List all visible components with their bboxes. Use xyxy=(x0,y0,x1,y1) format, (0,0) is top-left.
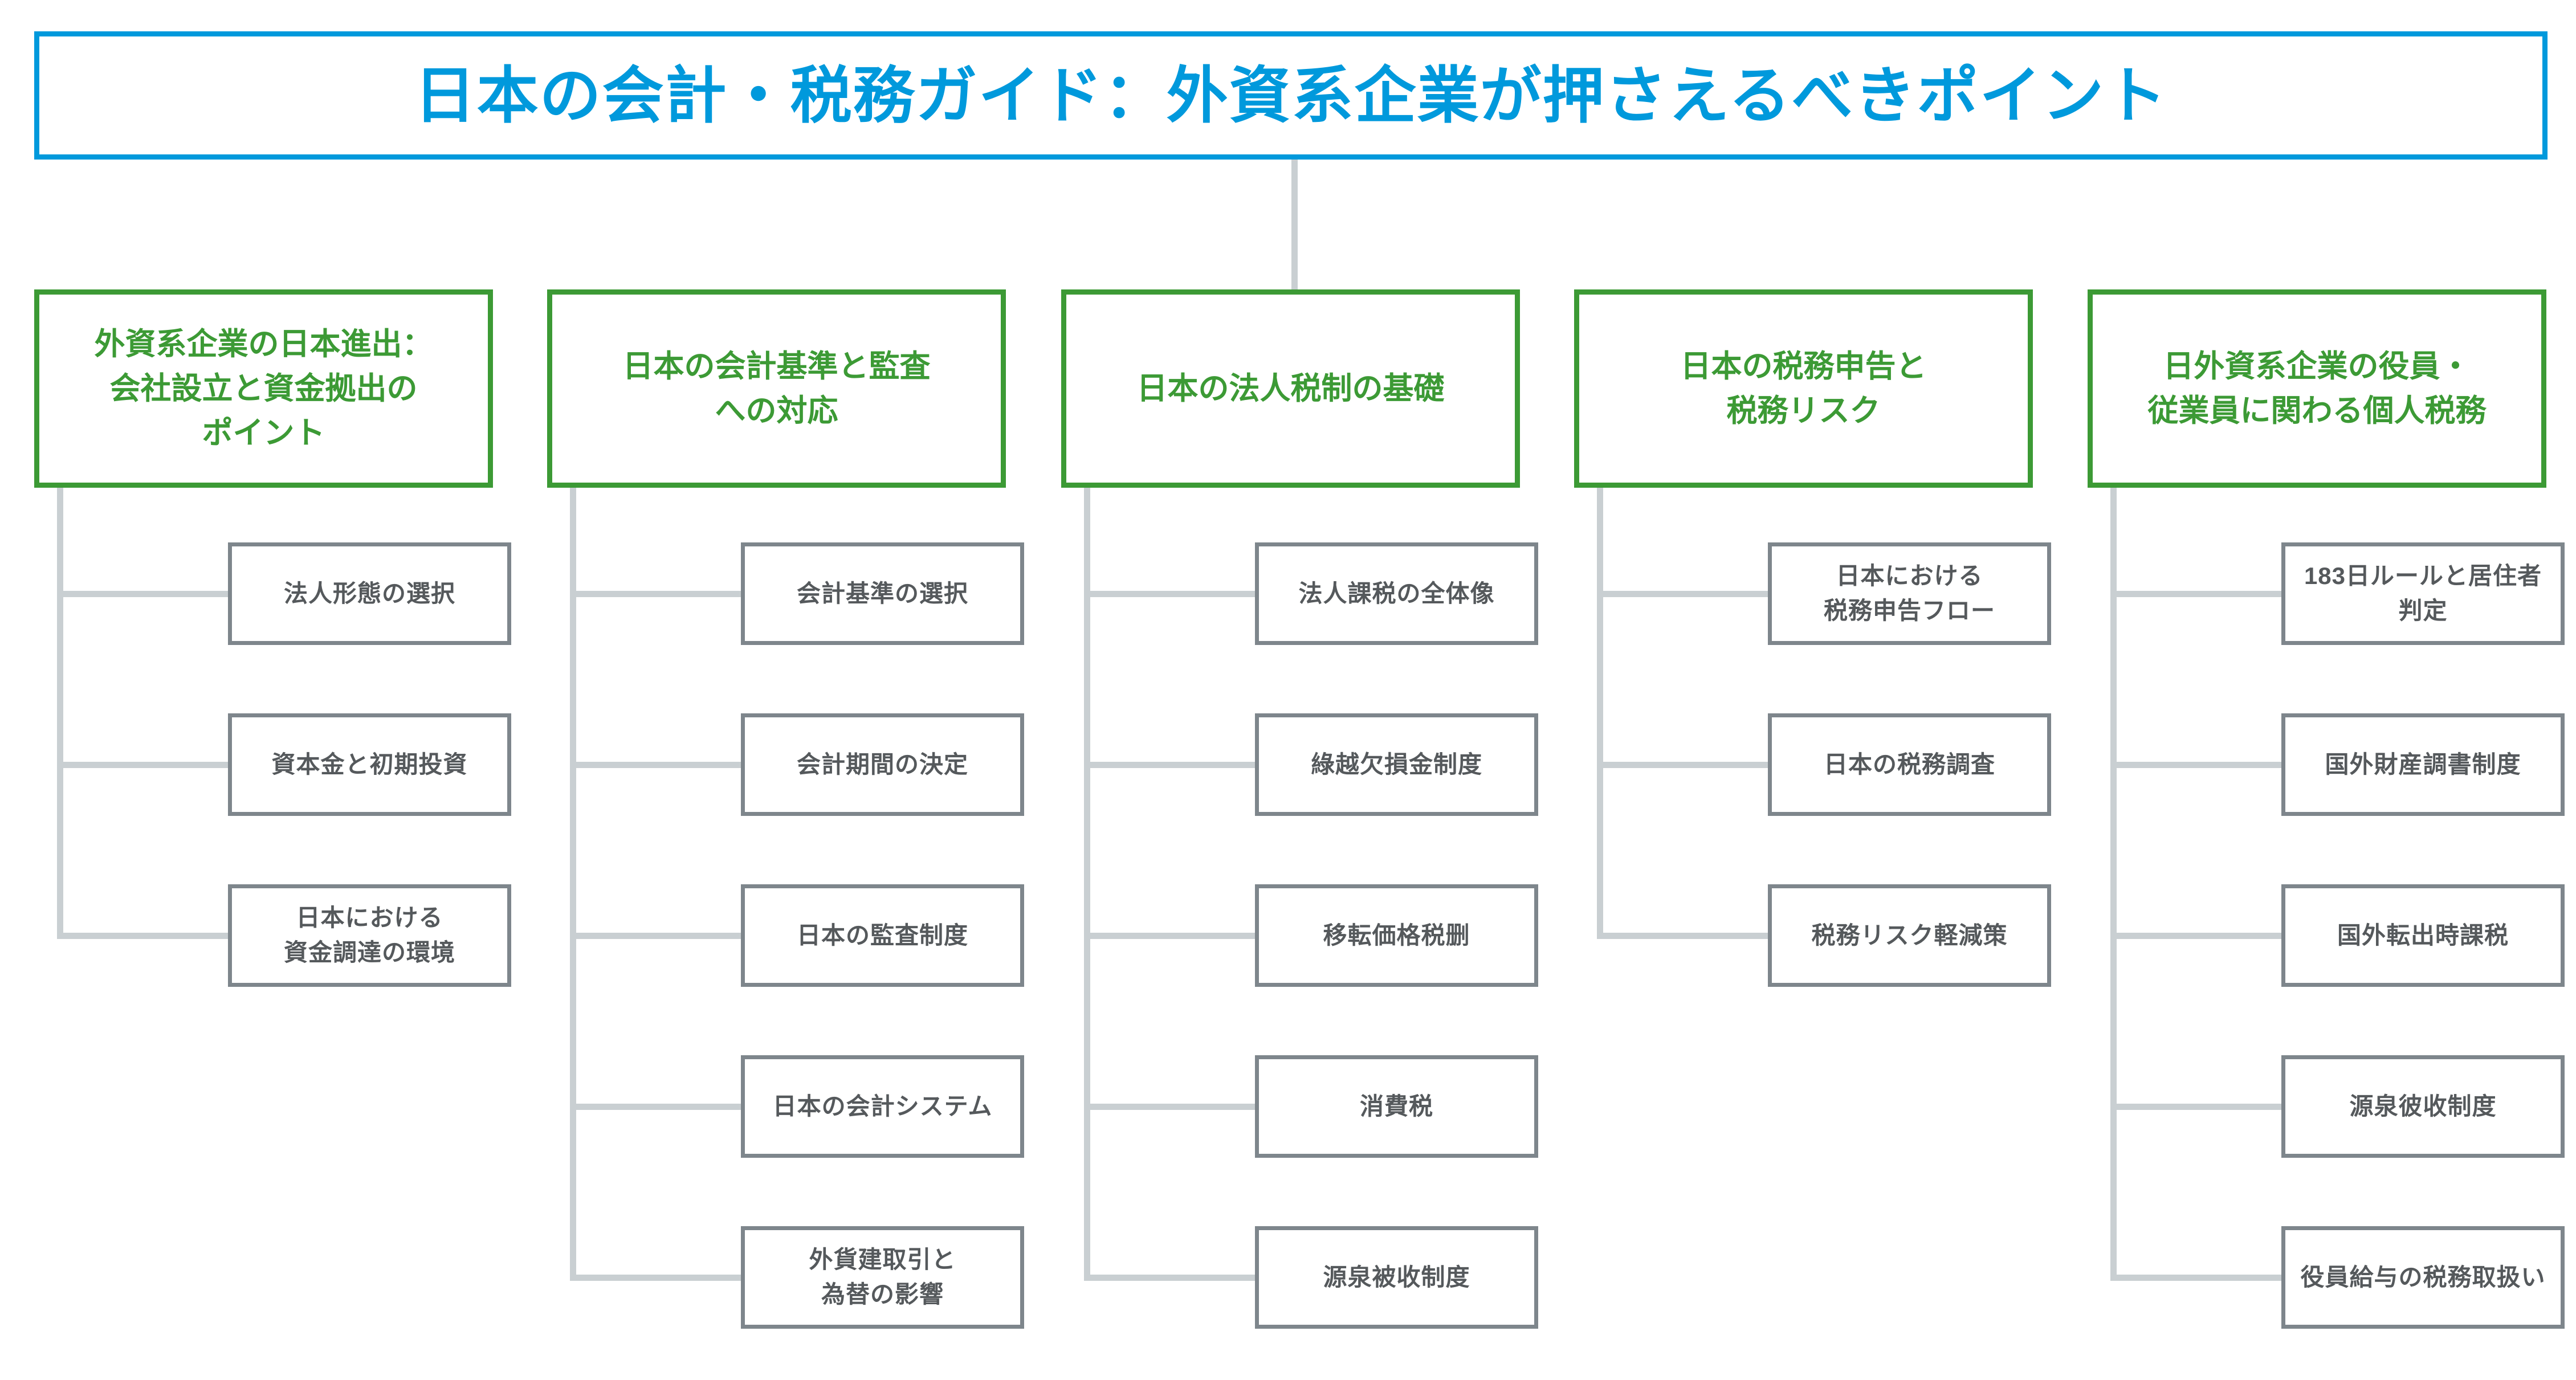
leaf-box-5-1[interactable]: 183日ルールと居住者判定 xyxy=(2281,542,2565,645)
branch-box-4[interactable]: 日本の税務申告と税務リスク xyxy=(1574,289,2033,488)
branch-3-leaf-3-connector xyxy=(1084,933,1255,939)
branch-1-spine-connector xyxy=(57,488,63,936)
leaf-box-2-3[interactable]: 日本の監査制度 xyxy=(741,884,1024,987)
leaf-box-2-4[interactable]: 日本の会計システム xyxy=(741,1055,1024,1158)
branch-label-2: 日本の会計基準と監査への対応 xyxy=(622,349,931,428)
leaf-box-2-5[interactable]: 外貨建取引と為替の影響 xyxy=(741,1226,1024,1329)
branch-box-5[interactable]: 日外資系企業の役員・従業員に関わる個人税務 xyxy=(2088,289,2546,488)
branch-2-spine-connector xyxy=(570,488,576,1277)
leaf-label-3-2: 綠越欠損金制度 xyxy=(1310,750,1482,778)
leaf-label-3-3: 移転価格税删 xyxy=(1323,921,1470,949)
leaf-label-4-2: 日本の税務調査 xyxy=(1823,750,1995,778)
leaf-label-5-4: 源泉彼收制度 xyxy=(2349,1092,2497,1120)
leaf-label-2-5: 外貨建取引と為替の影響 xyxy=(809,1246,956,1308)
branch-box-2[interactable]: 日本の会計基準と監査への対応 xyxy=(547,289,1006,488)
leaf-box-1-2[interactable]: 資本金と初期投資 xyxy=(228,713,511,816)
leaf-label-4-3: 税務リスク軽減策 xyxy=(1811,921,2008,949)
leaf-box-5-4[interactable]: 源泉彼收制度 xyxy=(2281,1055,2565,1158)
branch-box-1[interactable]: 外資系企業の日本進出：会社設立と資金拠出のポイント xyxy=(34,289,493,488)
leaf-box-3-3[interactable]: 移転価格税删 xyxy=(1255,884,1538,987)
leaf-label-5-3: 国外転出時課税 xyxy=(2337,921,2509,949)
branch-3-spine-connector xyxy=(1084,488,1090,1277)
branch-2-leaf-2-connector xyxy=(570,762,741,768)
leaf-box-3-4[interactable]: 消費税 xyxy=(1255,1055,1538,1158)
branch-label-1: 外資系企業の日本進出：会社設立と資金拠出のポイント xyxy=(94,326,433,451)
leaf-label-1-2: 資本金と初期投資 xyxy=(271,750,468,778)
leaf-box-4-3[interactable]: 税務リスク軽減策 xyxy=(1768,884,2051,987)
leaf-label-2-4: 日本の会計システム xyxy=(772,1092,993,1120)
branch-label-5: 日外資系企業の役員・従業員に関わる個人税務 xyxy=(2147,349,2487,428)
leaf-label-1-3: 日本における資金調達の環境 xyxy=(283,904,455,966)
leaf-label-3-4: 消費税 xyxy=(1359,1092,1433,1120)
branch-3-leaf-2-connector xyxy=(1084,762,1255,768)
leaf-box-4-1[interactable]: 日本における税務申告フロー xyxy=(1768,542,2051,645)
leaf-label-2-2: 会計期間の決定 xyxy=(796,750,968,778)
branch-label-3: 日本の法人税制の基礎 xyxy=(1136,371,1445,406)
branch-5-leaf-2-connector xyxy=(2110,762,2281,768)
branch-3-leaf-4-connector xyxy=(1084,1104,1255,1110)
leaf-box-3-5[interactable]: 源泉被收制度 xyxy=(1255,1226,1538,1329)
branch-2-leaf-1-connector xyxy=(570,591,741,597)
branch-box-3[interactable]: 日本の法人税制の基礎 xyxy=(1061,289,1520,488)
leaf-label-1-1: 法人形態の選択 xyxy=(283,579,455,607)
branch-2-leaf-4-connector xyxy=(570,1104,741,1110)
branch-5-spine-connector xyxy=(2110,488,2117,1277)
leaf-label-3-1: 法人課税の全体像 xyxy=(1298,579,1495,607)
leaf-box-1-1[interactable]: 法人形態の選択 xyxy=(228,542,511,645)
leaf-box-1-3[interactable]: 日本における資金調達の環境 xyxy=(228,884,511,987)
branch-5-leaf-3-connector xyxy=(2110,933,2281,939)
leaf-box-2-2[interactable]: 会計期間の決定 xyxy=(741,713,1024,816)
branch-4-leaf-3-connector xyxy=(1597,933,1768,939)
leaf-label-5-5: 役員給与の税務取扱い xyxy=(2300,1263,2546,1291)
root-connector-stem xyxy=(1291,160,1298,289)
leaf-box-3-2[interactable]: 綠越欠損金制度 xyxy=(1255,713,1538,816)
leaf-label-4-1: 日本における税務申告フロー xyxy=(1823,562,1995,624)
leaf-box-5-3[interactable]: 国外転出時課税 xyxy=(2281,884,2565,987)
leaf-box-5-5[interactable]: 役員給与の税務取扱い xyxy=(2281,1226,2565,1329)
branch-4-leaf-1-connector xyxy=(1597,591,1768,597)
diagram-title-box: 日本の会計・税務ガイド：外資系企業が押さえるべきポイント xyxy=(34,31,2548,160)
leaf-label-5-2: 国外財産調書制度 xyxy=(2325,750,2521,778)
leaf-box-2-1[interactable]: 会計基準の選択 xyxy=(741,542,1024,645)
branch-1-leaf-1-connector xyxy=(57,591,228,597)
branch-4-leaf-2-connector xyxy=(1597,762,1768,768)
branch-3-leaf-5-connector xyxy=(1084,1275,1255,1281)
leaf-label-2-1: 会計基準の選択 xyxy=(796,579,968,607)
page-title: 日本の会計・税務ガイド：外資系企業が押さえるべきポイント xyxy=(414,60,2168,130)
branch-5-leaf-4-connector xyxy=(2110,1104,2281,1110)
branch-3-leaf-1-connector xyxy=(1084,591,1255,597)
leaf-label-5-1: 183日ルールと居住者判定 xyxy=(2304,562,2542,624)
leaf-label-3-5: 源泉被收制度 xyxy=(1323,1263,1470,1291)
branch-1-leaf-3-connector xyxy=(57,933,228,939)
leaf-box-4-2[interactable]: 日本の税務調査 xyxy=(1768,713,2051,816)
branch-2-leaf-3-connector xyxy=(570,933,741,939)
branch-2-leaf-5-connector xyxy=(570,1275,741,1281)
branch-5-leaf-5-connector xyxy=(2110,1275,2281,1281)
branch-4-spine-connector xyxy=(1597,488,1603,936)
leaf-box-5-2[interactable]: 国外財産調書制度 xyxy=(2281,713,2565,816)
branch-label-4: 日本の税務申告と税務リスク xyxy=(1680,349,1927,428)
branch-1-leaf-2-connector xyxy=(57,762,228,768)
branch-5-leaf-1-connector xyxy=(2110,591,2281,597)
leaf-label-2-3: 日本の監査制度 xyxy=(796,921,968,949)
leaf-box-3-1[interactable]: 法人課税の全体像 xyxy=(1255,542,1538,645)
